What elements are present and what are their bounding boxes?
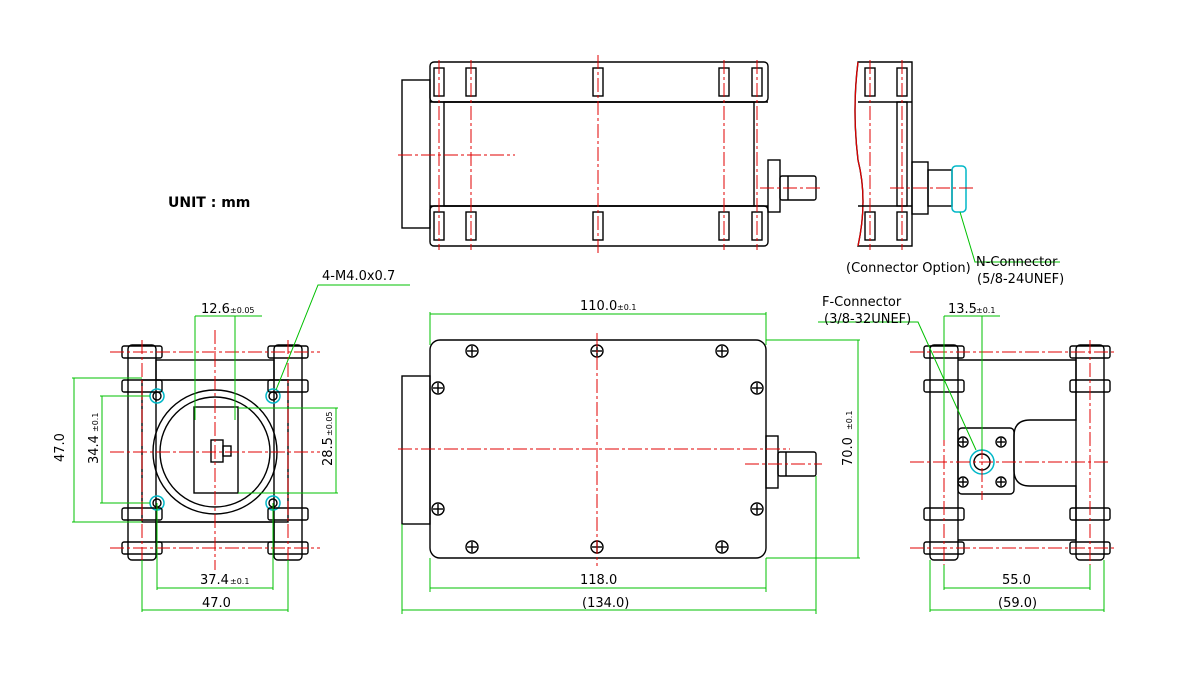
end-dim-bottom-outer: (59.0) <box>998 596 1037 611</box>
main-view: 110.0 ±0.1 70.0 ±0.1 118.0 (134.0) <box>398 299 860 614</box>
front-view-probe <box>210 439 224 463</box>
main-view-connector-base <box>765 435 779 489</box>
end-dim-top-tol: ±0.1 <box>976 306 995 315</box>
unit-label: UNIT : mm <box>168 195 250 211</box>
main-dim-right-value: 70.0 <box>841 437 856 466</box>
front-dim-bottom-inner-tol: ±0.1 <box>230 577 249 586</box>
main-dim-bottom-outer: (134.0) <box>582 596 629 611</box>
end-dim-bottom-inner: 55.0 <box>1002 573 1031 588</box>
end-view: F-Connector (3/8-32UNEF) 13.5 ±0.1 55.0 … <box>818 295 1115 612</box>
mount-hole-label: 4-M4.0x0.7 <box>322 269 395 284</box>
side-view-caption: (Connector Option) <box>846 261 971 276</box>
side-view-body <box>854 61 913 247</box>
main-dim-top-tol: ±0.1 <box>617 303 636 312</box>
front-dim-right-tol: ±0.05 <box>325 411 334 436</box>
end-view-flange-bolts <box>923 345 1111 555</box>
main-dim-top-value: 110.0 <box>580 299 617 314</box>
side-view: N-Connector (5/8-24UNEF) (Connector Opti… <box>846 60 1064 287</box>
f-connector-leader <box>818 321 977 451</box>
front-dim-top-value: 12.6 <box>201 302 230 317</box>
top-view-body <box>443 101 755 207</box>
front-dim-bottom-outer: 47.0 <box>202 596 231 611</box>
n-connector-nut <box>951 165 967 213</box>
front-view: 4-M4.0x0.7 12.6 ±0.05 47.0 34.4 ±0.1 28.… <box>53 269 410 612</box>
n-connector-leader <box>959 211 1060 263</box>
main-view-screws <box>431 344 764 554</box>
n-connector-thread: (5/8-24UNEF) <box>977 272 1064 287</box>
front-dim-right-value: 28.5 <box>321 437 336 466</box>
front-dim-left-inner-tol: ±0.1 <box>91 413 100 432</box>
f-connector-plate <box>957 427 1015 495</box>
top-view-connector-base <box>767 159 781 213</box>
front-dim-left-inner-value: 34.4 <box>87 435 102 464</box>
front-dim-left-outer: 47.0 <box>53 433 68 462</box>
front-dim-top-tol: ±0.05 <box>230 306 255 315</box>
end-dim-top-value: 13.5 <box>948 302 977 317</box>
n-connector-label: N-Connector <box>976 255 1058 270</box>
top-view-endcap <box>401 79 431 229</box>
main-dim-right-tol: ±0.1 <box>845 411 854 430</box>
f-connector-thread: (3/8-32UNEF) <box>824 312 911 327</box>
front-dim-bottom-inner-value: 37.4 <box>200 573 229 588</box>
main-dim-bottom-inner: 118.0 <box>580 573 617 588</box>
f-connector-label: F-Connector <box>822 295 902 310</box>
top-view <box>398 55 822 253</box>
f-connector-screws <box>957 436 1007 488</box>
main-view-endcap <box>401 375 431 525</box>
front-view-probe-slot <box>193 406 239 494</box>
